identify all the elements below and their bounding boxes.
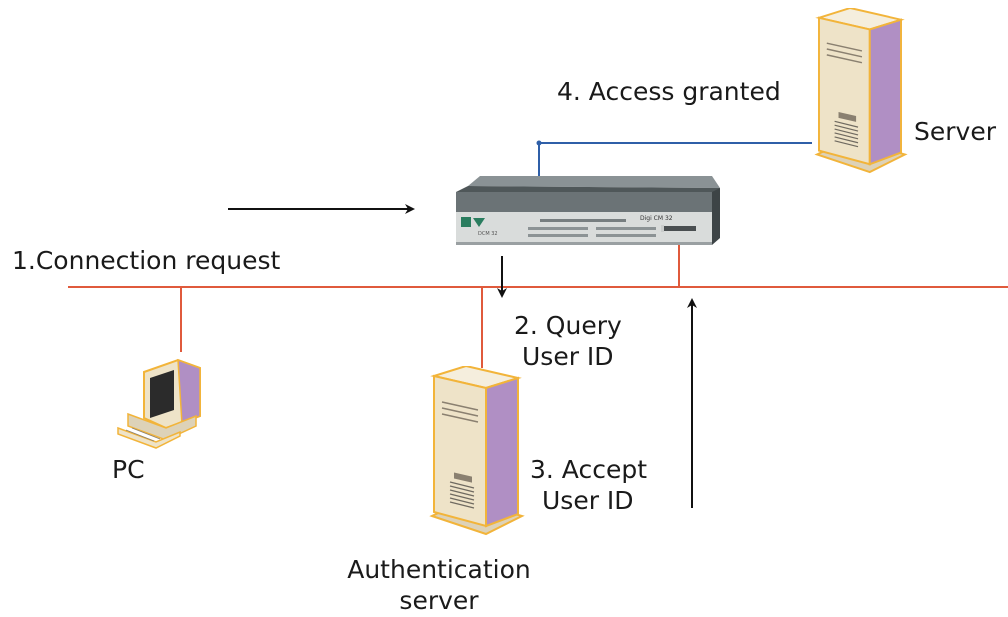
step3-line2: User ID [542, 486, 634, 516]
step2-line2: User ID [522, 342, 614, 372]
auth-server-label: Authentication server [330, 554, 548, 617]
auth-server-line2: server [399, 586, 479, 616]
step2-line1: 2. Query [514, 311, 622, 340]
switch-brand-text: Digi CM 32 [640, 215, 673, 222]
step2-label: 2. Query User ID [514, 310, 622, 373]
step3-label: 3. Accept User ID [530, 454, 647, 517]
pc-icon [117, 358, 201, 449]
step3-line1: 3. Accept [530, 455, 648, 484]
step4-label: 4. Access granted [557, 77, 781, 106]
console-switch-icon: Digi CM 32 DCM 32 [456, 176, 720, 245]
step1-label: 1.Connection request [12, 246, 281, 275]
server-tower-icon [816, 8, 906, 174]
pc-label: PC [112, 455, 145, 484]
server-tower-icon [431, 366, 523, 535]
auth-server-line1: Authentication [347, 555, 531, 584]
server-label: Server [914, 117, 996, 146]
switch-model-text: DCM 32 [478, 231, 498, 237]
